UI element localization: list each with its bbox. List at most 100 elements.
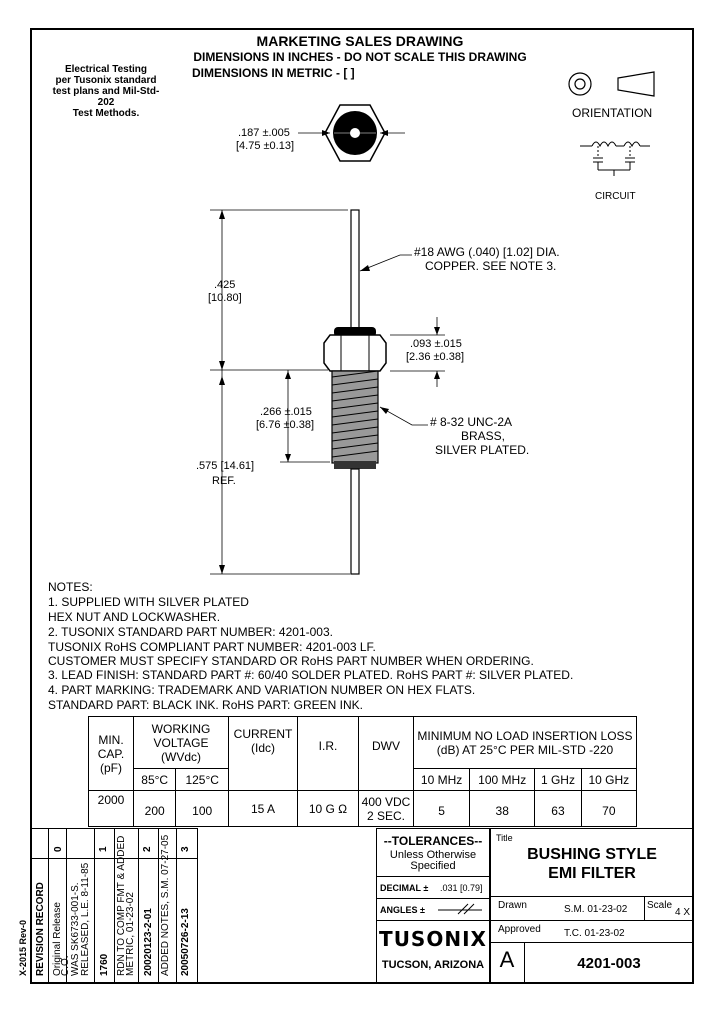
dwv-value-line: 400 VDC bbox=[361, 794, 411, 809]
total-length-dim: .575 [14.61] bbox=[196, 460, 255, 472]
il-10ghz-value: 70 bbox=[580, 790, 638, 827]
voltage-85-value: 200 bbox=[132, 790, 177, 827]
testing-note-line: test plans and Mil-Std-202 bbox=[52, 86, 160, 108]
wire-note: #18 AWG (.040) [1.02] DIA. bbox=[414, 245, 560, 259]
note-line: 3. LEAD FINISH: STANDARD PART #: 60/40 S… bbox=[48, 668, 574, 682]
il-100mhz-value: 38 bbox=[469, 790, 536, 827]
note-line: TUSONIX RoHS COMPLIANT PART NUMBER: 4201… bbox=[48, 640, 376, 654]
freq-10mhz: 10 MHz bbox=[412, 768, 471, 791]
size-letter: A bbox=[499, 947, 515, 972]
rev-2-co: 20020123-2-01 bbox=[143, 908, 154, 976]
insertion-loss-header-line: (dB) AT 25°C PER MIL-STD -220 bbox=[436, 742, 614, 757]
rev-3-desc: ADDED NOTES, S.M. 07-27-05 bbox=[160, 834, 171, 976]
note-line: HEX NUT AND LOCKWASHER. bbox=[48, 610, 221, 624]
decimal-value: .031 [0.79] bbox=[440, 883, 483, 893]
testing-note-line: per Tusonix standard bbox=[55, 75, 157, 86]
current-header-line: (Idc) bbox=[251, 741, 275, 755]
tolerances-title: --TOLERANCES-- bbox=[383, 834, 483, 848]
rev-1-co: 1760 bbox=[99, 953, 110, 976]
insertion-loss-header: MINIMUM NO LOAD INSERTION LOSS(dB) AT 25… bbox=[413, 716, 637, 769]
current-header: CURRENT(Idc) bbox=[228, 716, 298, 791]
rev-2-metric: METRIC, 01-23-02 bbox=[125, 892, 136, 976]
temp-85: 85°C bbox=[132, 768, 177, 791]
hex-dim-metric: [4.75 ±0.13] bbox=[236, 140, 295, 152]
note-line: CUSTOMER MUST SPECIFY STANDARD OR RoHS P… bbox=[48, 654, 534, 668]
voltage-header-line: VOLTAGE bbox=[153, 735, 209, 750]
wire-note-line2: COPPER. SEE NOTE 3. bbox=[425, 259, 557, 273]
note-line: STANDARD PART: BLACK INK. RoHS PART: GRE… bbox=[48, 698, 363, 712]
thread-length-dim: .266 ±.015 bbox=[260, 406, 312, 418]
form-number: X-2015 Rev-0 bbox=[18, 919, 28, 976]
note-line: 1. SUPPLIED WITH SILVER PLATED bbox=[48, 595, 249, 609]
part-title-line1: BUSHING STYLE bbox=[527, 846, 657, 863]
drawing-title: MARKETING SALES DRAWING bbox=[256, 33, 464, 49]
rev-2: 2 bbox=[142, 846, 153, 852]
decimal-label: DECIMAL ± bbox=[380, 883, 429, 893]
freq-100mhz: 100 MHz bbox=[469, 768, 536, 791]
hex-dim: .187 ±.005 bbox=[238, 127, 290, 139]
current-value: 15 A bbox=[228, 790, 298, 827]
approved-label: Approved bbox=[498, 924, 541, 935]
scale-value: 4 X bbox=[675, 907, 691, 918]
note-line: 2. TUSONIX STANDARD PART NUMBER: 4201-00… bbox=[48, 625, 333, 639]
scale-label: Scale bbox=[647, 900, 673, 911]
testing-note-line: Electrical Testing bbox=[64, 64, 148, 75]
drawn-value: S.M. 01-23-02 bbox=[564, 904, 628, 915]
cap-header-line: (pF) bbox=[100, 760, 122, 775]
rev-3-co: 20050726-2-13 bbox=[180, 908, 191, 976]
lead-length-dim: .425 bbox=[214, 279, 236, 291]
orientation-circuit-graphic bbox=[568, 71, 655, 176]
approved-value: T.C. 01-23-02 bbox=[564, 928, 625, 939]
part-number: 4201-003 bbox=[577, 955, 641, 972]
drawing-frame bbox=[30, 28, 694, 984]
metric-note: DIMENSIONS IN METRIC - [ ] bbox=[192, 66, 355, 80]
company-location: TUCSON, ARIZONA bbox=[381, 959, 485, 971]
testing-note: Electrical Testing per Tusonix standard … bbox=[46, 64, 166, 119]
units-note: DIMENSIONS IN INCHES - DO NOT SCALE THIS… bbox=[193, 50, 527, 64]
thread-note: # 8-32 UNC-2A bbox=[430, 415, 513, 429]
cap-header: MIN.CAP.(pF) bbox=[88, 716, 134, 791]
angle-tolerance-mark bbox=[438, 903, 482, 915]
lead-length-metric: [10.80] bbox=[208, 292, 242, 304]
freq-10ghz: 10 GHz bbox=[580, 768, 638, 791]
thread-note-plating: SILVER PLATED. bbox=[435, 443, 530, 457]
title-label: Title bbox=[496, 833, 513, 843]
part-drawing bbox=[210, 104, 445, 575]
voltage-header-line: (WVdc) bbox=[161, 749, 201, 764]
company-logo: TUSONIX bbox=[379, 927, 487, 951]
total-length-ref: REF. bbox=[212, 475, 236, 487]
ir-value: 10 G Ω bbox=[297, 790, 359, 827]
nut-height-dim: .093 ±.015 bbox=[410, 338, 462, 350]
part-title-line2: EMI FILTER bbox=[548, 865, 636, 882]
tolerances-block bbox=[376, 828, 490, 984]
nut-height-metric: [2.36 ±0.38] bbox=[406, 351, 465, 363]
current-header-line: CURRENT bbox=[233, 727, 293, 741]
drawn-label: Drawn bbox=[498, 900, 527, 911]
rev-1: 1 bbox=[98, 846, 109, 852]
cap-value: 2000 bbox=[88, 790, 134, 827]
circuit-label: CIRCUIT bbox=[595, 191, 636, 202]
thread-length-metric: [6.76 ±0.38] bbox=[256, 419, 315, 431]
ir-header: I.R. bbox=[297, 716, 359, 791]
dwv-header: DWV bbox=[358, 716, 414, 791]
voltage-header-line: WORKING bbox=[151, 721, 211, 736]
thread-note-material: BRASS, bbox=[461, 429, 506, 443]
temp-125: 125°C bbox=[175, 768, 229, 791]
testing-note-line: Test Methods. bbox=[72, 108, 140, 119]
notes-heading: NOTES: bbox=[48, 580, 93, 594]
tolerances-sub2: Specified bbox=[410, 860, 456, 872]
title-block bbox=[490, 828, 694, 984]
angles-label: ANGLES ± bbox=[380, 905, 425, 915]
rev-0: 0 bbox=[53, 846, 64, 852]
rev-1-release: RELEASED, L.E. 8-11-85 bbox=[80, 862, 91, 976]
cap-header-line: CAP. bbox=[97, 746, 125, 761]
orientation-label: ORIENTATION bbox=[572, 106, 653, 120]
revision-record-title: REVISION RECORD bbox=[35, 882, 46, 976]
tolerances-sub1: Unless Otherwise bbox=[389, 849, 477, 861]
il-10mhz-value: 5 bbox=[412, 790, 471, 827]
il-1ghz-value: 63 bbox=[534, 790, 582, 827]
dwv-value-line: 2 SEC. bbox=[366, 808, 405, 823]
note-line: 4. PART MARKING: TRADEMARK AND VARIATION… bbox=[48, 683, 476, 697]
